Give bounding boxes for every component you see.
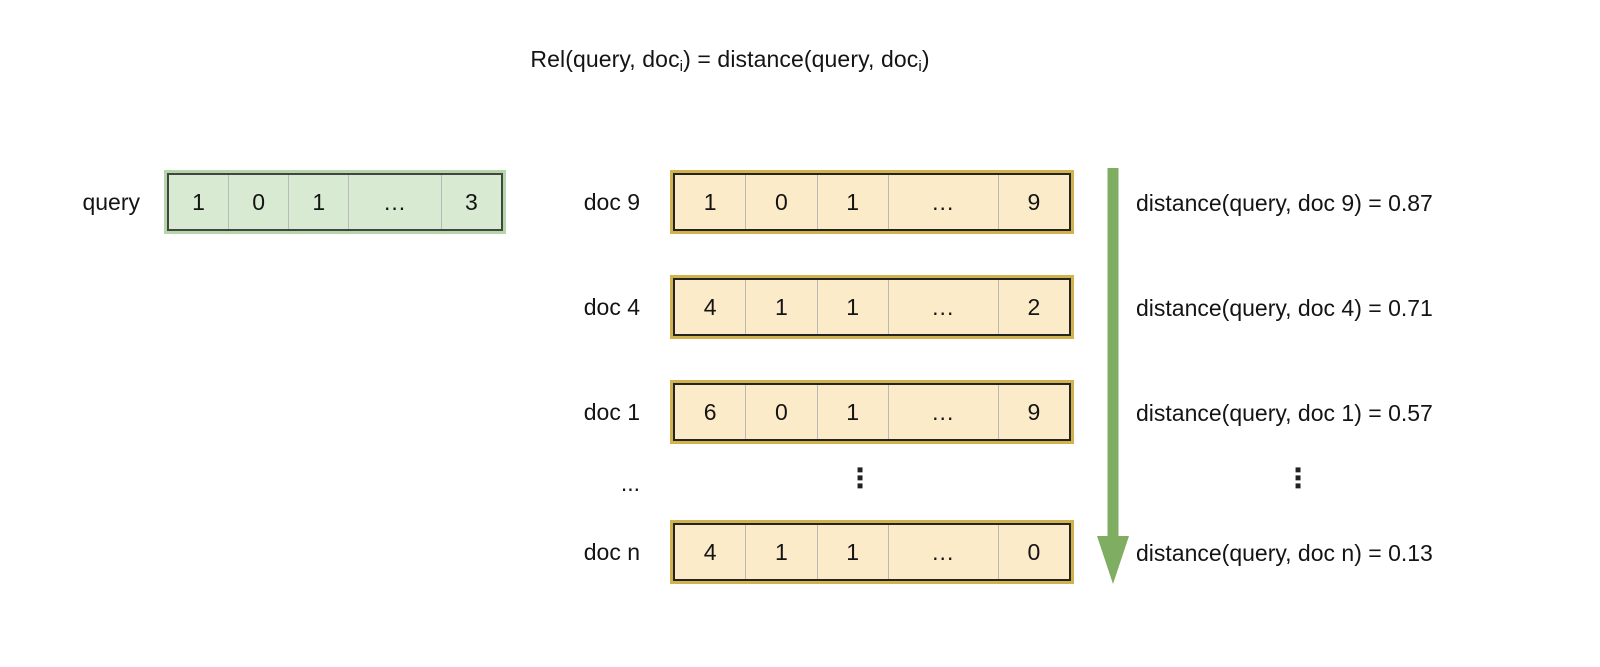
dist-vdot-1: ▪ <box>1294 459 1302 481</box>
doc-vector-cells-1: 4 1 1 ... 2 <box>673 278 1071 336</box>
query-cell-0: 1 <box>169 175 230 229</box>
formula-middle: ) = distance(query, doc <box>683 46 919 72</box>
vdot-1: ▪ <box>856 459 864 481</box>
doc-1-cell-0: 4 <box>675 280 747 334</box>
doc-vector-box-2: 6 0 1 ... 9 <box>670 380 1074 444</box>
distance-label-0: distance(query, doc 9) = 0.87 <box>1136 190 1433 216</box>
doc-2-cell-0: 6 <box>675 385 747 439</box>
query-vector-cells: 1 0 1 ... 3 <box>167 173 503 231</box>
doc-1-cell-ellipsis: ... <box>889 280 999 334</box>
doc-continuation-label: ... <box>620 470 640 496</box>
doc-1-cell-1: 1 <box>746 280 818 334</box>
doc-3-cell-2: 1 <box>818 525 889 579</box>
doc-3-cell-4: 0 <box>1027 538 1041 565</box>
doc-3-cell-0: 4 <box>675 525 747 579</box>
doc-2-cell-1: 0 <box>746 385 818 439</box>
formula-prefix: Rel(query, doc <box>530 46 680 72</box>
doc-0-cell-1: 0 <box>746 175 818 229</box>
doc-2-cell-4: 9 <box>1027 398 1041 425</box>
doc-3-cell-ellipsis: ... <box>889 525 999 579</box>
doc-1-cell-4: 2 <box>1027 293 1041 320</box>
ranking-arrow-icon <box>1097 168 1129 584</box>
doc-label-3: doc n <box>583 538 640 565</box>
query-vector-row: query 1 0 1 ... 3 <box>64 170 506 234</box>
query-cell-2: 1 <box>289 175 350 229</box>
query-cell-ellipsis: ... <box>349 175 442 229</box>
doc-label-0: doc 9 <box>583 188 640 215</box>
doc-label-2: doc 1 <box>583 398 640 425</box>
formula-suffix: ) <box>921 46 930 72</box>
formula-subscript-1: i <box>679 58 684 75</box>
doc-row-1: doc 4 4 1 1 ... 2 <box>560 275 1074 339</box>
doc-0-cell-0: 1 <box>675 175 747 229</box>
distance-label-3: distance(query, doc n) = 0.13 <box>1136 540 1433 566</box>
query-vector-box: 1 0 1 ... 3 <box>164 170 506 234</box>
doc-row-0: doc 9 1 0 1 ... 9 <box>560 170 1074 234</box>
formula-title: Rel(query, doci) = distance(query, doci) <box>0 46 1460 75</box>
distance-label-2: distance(query, doc 1) = 0.57 <box>1136 400 1433 426</box>
doc-vector-box-3: 4 1 1 ... 0 <box>670 520 1074 584</box>
distance-label-1: distance(query, doc 4) = 0.71 <box>1136 295 1433 321</box>
doc-1-cell-2: 1 <box>818 280 889 334</box>
doc-vector-cells-2: 6 0 1 ... 9 <box>673 383 1071 441</box>
dist-vdot-2: ▪ <box>1294 467 1302 489</box>
doc-2-cell-ellipsis: ... <box>889 385 999 439</box>
doc-vector-cells-0: 1 0 1 ... 9 <box>673 173 1071 231</box>
doc-2-cell-2: 1 <box>818 385 889 439</box>
doc-0-cell-4: 9 <box>1027 188 1041 215</box>
query-label: query <box>82 188 140 215</box>
vdot-2: ▪ <box>856 467 864 489</box>
doc-row-3: doc n 4 1 1 ... 0 <box>560 520 1074 584</box>
query-cell-1: 0 <box>229 175 290 229</box>
formula-subscript-2: i <box>918 58 922 75</box>
vdot-3: ▪ <box>856 475 864 497</box>
doc-vector-cells-3: 4 1 1 ... 0 <box>673 523 1071 581</box>
doc-row-2: doc 1 6 0 1 ... 9 <box>560 380 1074 444</box>
doc-vertical-ellipsis-icon: ▪ ▪ ▪ <box>846 459 874 497</box>
doc-vector-box-1: 4 1 1 ... 2 <box>670 275 1074 339</box>
doc-3-cell-1: 1 <box>746 525 818 579</box>
doc-label-1: doc 4 <box>583 293 640 320</box>
doc-0-cell-ellipsis: ... <box>889 175 999 229</box>
query-cell-4: 3 <box>465 188 478 215</box>
doc-vector-box-0: 1 0 1 ... 9 <box>670 170 1074 234</box>
distance-vertical-ellipsis-icon: ▪ ▪ ▪ <box>1284 459 1312 497</box>
doc-0-cell-2: 1 <box>818 175 889 229</box>
dist-vdot-3: ▪ <box>1294 475 1302 497</box>
